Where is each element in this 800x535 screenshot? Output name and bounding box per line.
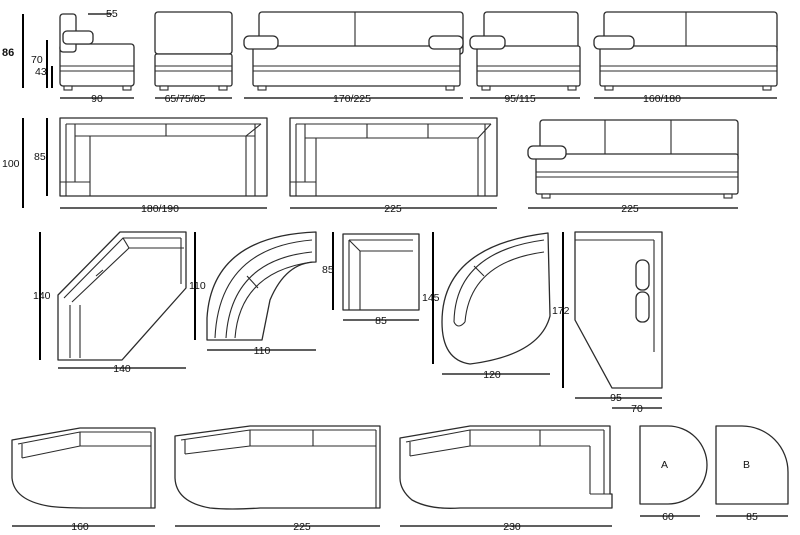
sofa-curved-225-top-view: 225 [174,425,381,533]
sofa-left-arm-top-view: 180/190 [59,117,268,215]
sofa-two-seat-front [593,11,778,91]
width-curved-160-label: 160 [71,521,89,533]
armrest-width-label: 55 [106,8,118,20]
row1-width-dimensions: 90 65/75/85 170/225 95/115 160/180 [60,93,777,105]
chaise-height-label: 172 [552,305,570,317]
width-row2-first-label: 180/190 [141,203,179,215]
corner-width-label: 140 [113,363,131,375]
width-large-sofa-label: 170/225 [333,93,371,105]
table-b-top-view: B 85 [715,425,789,523]
corner-height-label: 140 [33,290,51,302]
table-a-width-label: 60 [662,511,674,523]
table-a-top-view: A 60 [639,425,708,523]
corner-curved-top-view: 110 110 [189,231,317,357]
height-total-label: 86 [2,47,14,59]
width-armchair-label: 90 [91,93,103,105]
round-height-label: 145 [422,292,440,304]
row2-heights: 100 85 [2,118,48,208]
height-seat-label: 43 [35,66,47,78]
sofa-three-seat-left-arm-front: 225 [527,119,739,215]
width-armless-label: 65/75/85 [165,93,206,105]
table-b-label: B [743,459,750,471]
row2-height-total-label: 100 [2,158,20,170]
square-width-label: 85 [375,315,387,327]
sofa-three-seat-front [243,11,464,91]
chaise-top-view: 172 95 70 [552,231,663,415]
table-a-label: A [661,459,668,471]
chaise-width-label: 95 [610,392,622,404]
round-width-label: 120 [483,369,501,381]
width-arm-chair-label: 95/115 [504,93,535,105]
chaise-seat-width-label: 70 [631,403,643,415]
height-back-label: 70 [31,54,43,66]
width-curved-225-label: 225 [293,521,311,533]
armchair-front: 55 [59,8,135,91]
chair-with-arm-front [469,11,581,91]
sofa-right-corner-top-view: 225 [289,117,498,215]
curve-height-label: 110 [189,280,206,292]
sofa-curved-160-top-view: 160 [11,427,156,533]
corner-square-top-view: 85 85 [322,232,420,327]
table-b-width-label: 85 [746,511,758,523]
armless-chair-front [154,11,233,91]
square-height-label: 85 [322,264,334,276]
row1-heights: 86 70 43 [2,14,53,88]
corner-angled-top-view: 140 140 [33,231,187,375]
curve-width-label: 110 [254,345,271,357]
width-two-seat-label: 160/180 [643,93,681,105]
width-row2-third-label: 225 [621,203,639,215]
corner-round-top-view: 145 120 [422,232,551,381]
row2-depth-label: 85 [34,151,46,163]
width-curved-230-label: 230 [503,521,521,533]
width-row2-second-label: 225 [384,203,402,215]
sofa-curved-230-top-view: 230 [399,425,613,533]
